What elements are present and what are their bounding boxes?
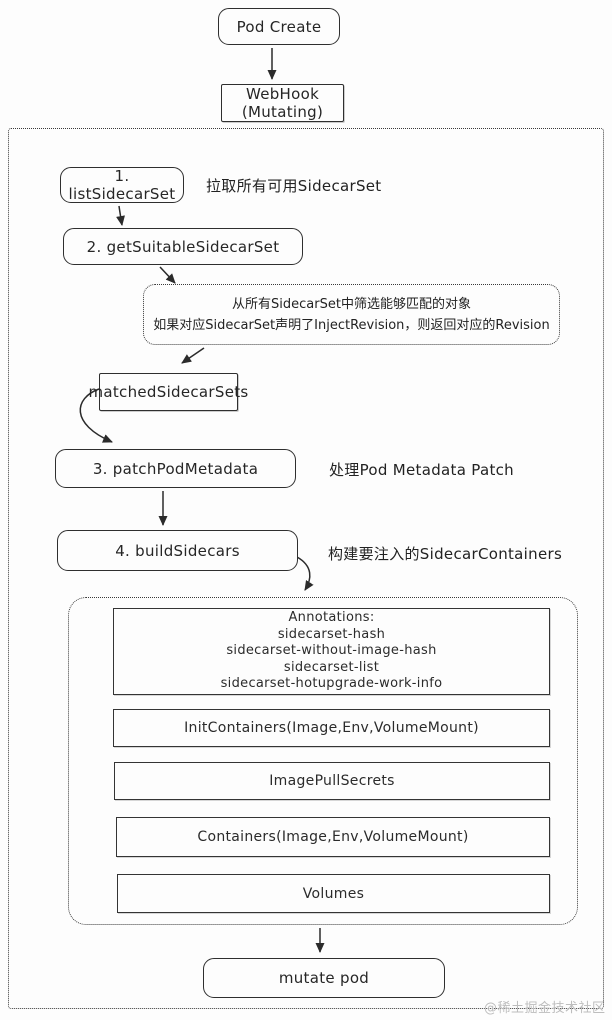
webhook-node: WebHook (Mutating) (221, 84, 344, 122)
step-build-sidecars-node: 4. buildSidecars (57, 530, 298, 571)
containers-box: Containers(Image,Env,VolumeMount) (116, 817, 550, 857)
patch-pod-metadata-note: 处理Pod Metadata Patch (329, 461, 514, 479)
step-list-sidecarset-node: 1. listSidecarSet (60, 167, 184, 203)
webhook-label-line1: WebHook (245, 85, 320, 103)
volumes-box: Volumes (117, 874, 550, 913)
build-sidecars-note: 构建要注入的SidecarContainers (328, 545, 563, 563)
annotations-box: Annotations: sidecarset-hash sidecarset-… (113, 608, 550, 695)
filter-note-line2: 如果对应SidecarSet声明了InjectRevision，则返回对应的Re… (153, 317, 550, 333)
matched-sidecarsets-node: matchedSidecarSets (88, 373, 248, 411)
step-get-suitable-sidecarset-node: 2. getSuitableSidecarSet (63, 228, 303, 265)
watermark: @稀土掘金技术社区 (484, 1001, 606, 1016)
pod-create-node: Pod Create (218, 8, 340, 45)
filter-note-box: 从所有SidecarSet中筛选能够匹配的对象 如果对应SidecarSet声明… (143, 284, 560, 345)
init-containers-box: InitContainers(Image,Env,VolumeMount) (113, 709, 550, 747)
list-sidecarset-note: 拉取所有可用SidecarSet (206, 177, 382, 195)
mutate-pod-node: mutate pod (203, 958, 445, 998)
filter-note-line1: 从所有SidecarSet中筛选能够匹配的对象 (232, 296, 471, 312)
annotation-item: sidecarset-list (283, 659, 380, 675)
webhook-flow-container (8, 128, 604, 1009)
step-patch-pod-metadata-node: 3. patchPodMetadata (55, 449, 296, 488)
sidecar-output-container (68, 597, 578, 925)
annotations-title: Annotations: (288, 610, 375, 626)
annotation-item: sidecarset-hotupgrade-work-info (220, 676, 443, 692)
annotation-item: sidecarset-without-image-hash (226, 643, 437, 659)
webhook-label-line2: (Mutating) (241, 103, 324, 121)
image-pull-secrets-box: ImagePullSecrets (114, 762, 550, 800)
annotation-item: sidecarset-hash (277, 626, 386, 642)
